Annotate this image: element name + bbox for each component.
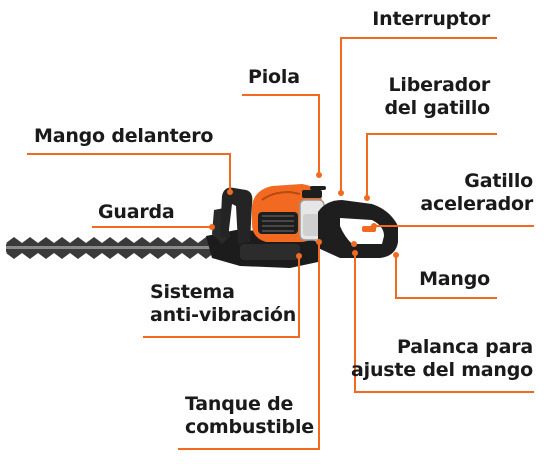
- label-gatillo-line1: Gatillo: [464, 170, 533, 192]
- leader-piola: [242, 94, 320, 175]
- label-mango-delantero-text: Mango delantero: [34, 125, 214, 147]
- label-guarda: Guarda: [98, 201, 175, 224]
- label-palanca-ajuste-mango: Palanca para ajuste del mango: [351, 336, 533, 382]
- leader-palanca: [354, 253, 534, 393]
- label-liberador-line2: del gatillo: [384, 97, 490, 119]
- label-gatillo-line2: acelerador: [420, 193, 533, 215]
- label-mango-delantero: Mango delantero: [34, 125, 213, 148]
- leader-liberador: [366, 133, 497, 198]
- leader-mango: [395, 255, 497, 299]
- leader-sistema: [143, 256, 300, 338]
- hedge-trimmer-illustration: [6, 184, 398, 268]
- leader-interruptor: [340, 37, 497, 193]
- label-gatillo-acelerador: Gatillo acelerador: [420, 170, 533, 216]
- callout-lines: [27, 37, 534, 450]
- label-sistema-anti-vibracion: Sistema anti-vibración: [150, 281, 296, 327]
- label-mango: Mango: [419, 268, 490, 291]
- label-tanque-combustible: Tanque de combustible: [185, 393, 314, 439]
- label-interruptor-text: Interruptor: [372, 8, 490, 30]
- front-handle: [220, 187, 253, 244]
- leader-mango-delantero: [27, 153, 231, 192]
- label-guarda-text: Guarda: [98, 201, 175, 223]
- label-interruptor: Interruptor: [372, 8, 490, 31]
- label-tanque-line2: combustible: [185, 416, 314, 438]
- leader-tanque: [178, 242, 320, 450]
- label-tanque-line1: Tanque de: [185, 393, 294, 415]
- label-liberador-line1: Liberador: [388, 74, 490, 96]
- callout-dots: [209, 172, 399, 259]
- cutting-blade: [6, 237, 224, 259]
- label-palanca-line1: Palanca para: [396, 336, 533, 358]
- label-piola: Piola: [248, 66, 300, 89]
- rear-handle: [318, 200, 398, 258]
- label-sistema-line1: Sistema: [150, 281, 235, 303]
- label-sistema-line2: anti-vibración: [150, 304, 297, 326]
- label-piola-text: Piola: [248, 66, 300, 88]
- label-mango-text: Mango: [419, 268, 490, 290]
- label-liberador-del-gatillo: Liberador del gatillo: [384, 74, 490, 120]
- label-palanca-line2: ajuste del mango: [351, 359, 533, 381]
